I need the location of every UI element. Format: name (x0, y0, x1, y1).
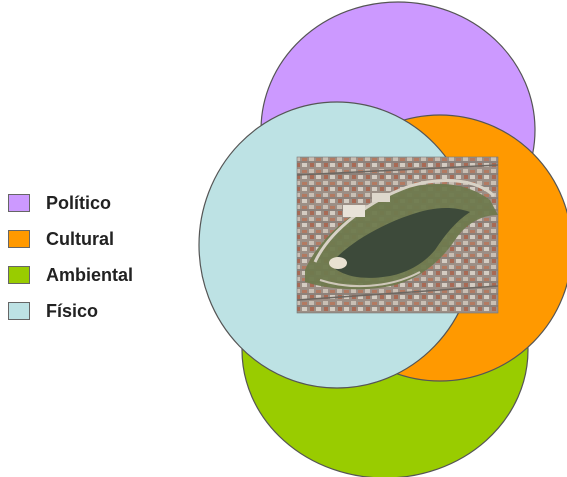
legend-label-cultural: Cultural (46, 229, 115, 249)
legend-swatch-cultural (8, 230, 30, 248)
legend-swatch-politico (8, 194, 30, 212)
legend-item-ambiental: Ambiental (8, 263, 178, 299)
lake (330, 208, 470, 278)
aerial-photo (297, 157, 498, 313)
legend-item-fisico: Físico (8, 299, 178, 335)
legend-label-ambiental: Ambiental (46, 265, 134, 285)
legend-label-fisico: Físico (46, 301, 99, 321)
legend-swatch-fisico (8, 302, 30, 320)
legend: Político Cultural Ambiental Físico (8, 191, 178, 335)
legend-label-politico: Político (46, 193, 112, 213)
legend-swatch-ambiental (8, 266, 30, 284)
legend-item-politico: Político (8, 191, 178, 227)
legend-item-cultural: Cultural (8, 227, 178, 263)
road (313, 179, 496, 263)
